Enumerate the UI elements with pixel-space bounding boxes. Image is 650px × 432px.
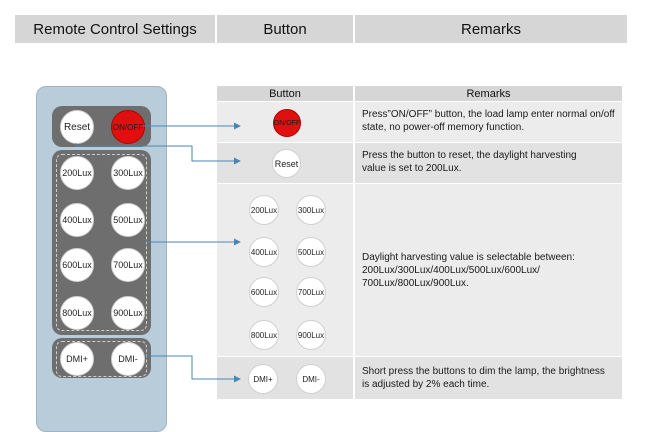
- table-dmi-plus-button: DMI+: [248, 364, 278, 394]
- table-dmi-minus-button: DMI-: [296, 364, 326, 394]
- table-lux-button: 200Lux: [249, 195, 279, 225]
- table-reset-button: Reset: [272, 149, 301, 178]
- remote-lux-button[interactable]: 500Lux: [111, 203, 145, 237]
- remote-lux-button[interactable]: 300Lux: [111, 156, 145, 190]
- remote-lux-button[interactable]: 700Lux: [111, 248, 145, 282]
- remote-lux-button[interactable]: 600Lux: [60, 248, 94, 282]
- remote-lux-button[interactable]: 400Lux: [60, 203, 94, 237]
- table-row-reset-remark: Press the button to reset, the daylight …: [362, 150, 577, 174]
- table-lux-button: 400Lux: [249, 237, 279, 267]
- table-row-dmi-remark: Short press the buttons to dim the lamp,…: [362, 366, 605, 390]
- table-row-dmi-remark-cell: [355, 357, 622, 399]
- table-header-remarks: Remarks: [355, 86, 622, 101]
- table-onoff-button: ON/OFF: [273, 109, 301, 137]
- remote-dmi-plus-button[interactable]: DMI+: [60, 342, 94, 376]
- table-header-button: Button: [217, 86, 353, 101]
- header-remarks: Remarks: [355, 15, 627, 43]
- table-row-onoff-remark-cell: [355, 102, 622, 142]
- table-row-lux-remark-cell: [355, 184, 622, 356]
- table-lux-button: 900Lux: [296, 320, 326, 350]
- table-lux-button: 700Lux: [296, 277, 326, 307]
- table-lux-button: 300Lux: [296, 195, 326, 225]
- table-lux-button: 800Lux: [249, 320, 279, 350]
- remote-lux-button[interactable]: 800Lux: [60, 296, 94, 330]
- header-remote-control-settings: Remote Control Settings: [15, 15, 215, 43]
- header-button: Button: [217, 15, 353, 43]
- remote-dmi-minus-button[interactable]: DMI-: [111, 342, 145, 376]
- table-lux-button: 500Lux: [296, 237, 326, 267]
- table-row-reset-remark-cell: [355, 143, 622, 183]
- table-row-dmi-button-cell: [217, 357, 353, 399]
- table-row-lux-remark: Daylight harvesting value is selectable …: [362, 252, 575, 289]
- remote-reset-button[interactable]: Reset: [60, 110, 94, 144]
- table-row-onoff-remark: Press”ON/OFF” button, the load lamp ente…: [362, 109, 615, 133]
- table-lux-button: 600Lux: [249, 277, 279, 307]
- remote-onoff-button[interactable]: ON/OFF: [111, 110, 145, 144]
- remote-lux-button[interactable]: 900Lux: [111, 296, 145, 330]
- remote-lux-button[interactable]: 200Lux: [60, 156, 94, 190]
- table-row-lux-button-cell: [217, 184, 353, 356]
